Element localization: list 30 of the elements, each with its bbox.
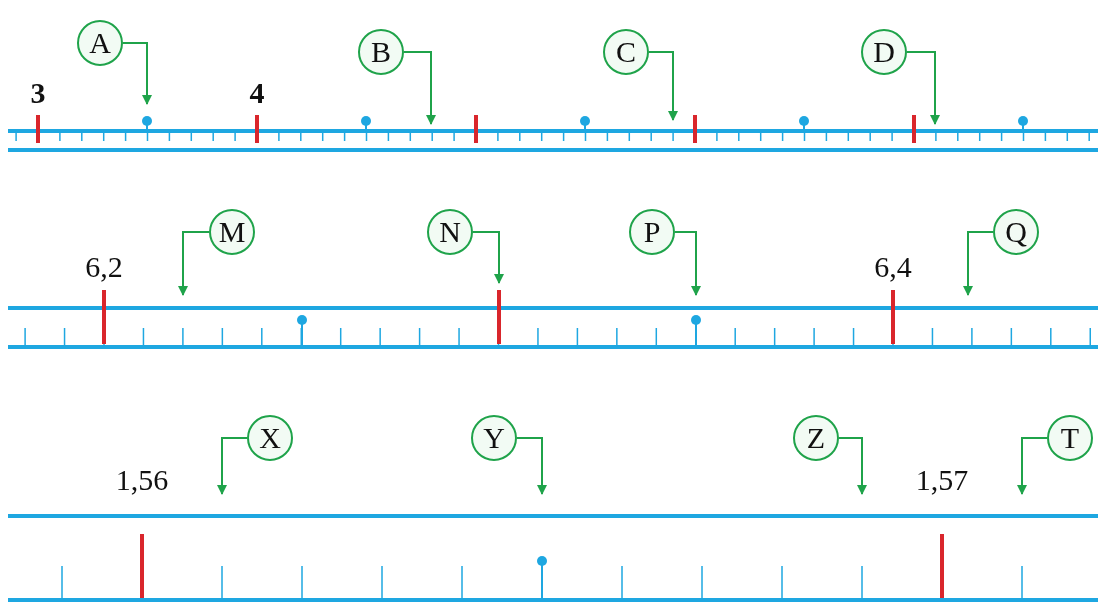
leader-arrow xyxy=(674,231,701,296)
leader-arrow xyxy=(122,42,152,105)
letter-circle: C xyxy=(603,29,649,75)
letter-circle: B xyxy=(358,29,404,75)
letter-circle: Z xyxy=(793,415,839,461)
letter-circle: Y xyxy=(471,415,517,461)
number-label: 6,2 xyxy=(85,252,123,282)
leader-arrow xyxy=(178,231,210,296)
letter-circle: A xyxy=(77,20,123,66)
letter-circle: D xyxy=(861,29,907,75)
leader-arrow xyxy=(648,51,678,121)
leader-arrow xyxy=(1017,437,1048,495)
leader-arrow xyxy=(217,437,248,495)
number-label: 1,57 xyxy=(915,465,969,495)
letter-circle: X xyxy=(247,415,293,461)
leader-arrow xyxy=(403,51,436,125)
letter-circle: T xyxy=(1047,415,1093,461)
leader-arrow xyxy=(906,51,940,125)
letter-circle: Q xyxy=(993,209,1039,255)
leader-arrow xyxy=(838,437,867,495)
letter-circle: M xyxy=(209,209,255,255)
leader-arrow xyxy=(472,231,504,284)
leader-arrow xyxy=(963,231,994,296)
number-label: 4 xyxy=(249,78,265,108)
letter-circle: P xyxy=(629,209,675,255)
number-label: 6,4 xyxy=(874,252,912,282)
leader-arrow xyxy=(516,437,547,495)
number-label: 1,56 xyxy=(115,465,169,495)
number-label: 3 xyxy=(30,78,46,108)
letter-circle: N xyxy=(427,209,473,255)
